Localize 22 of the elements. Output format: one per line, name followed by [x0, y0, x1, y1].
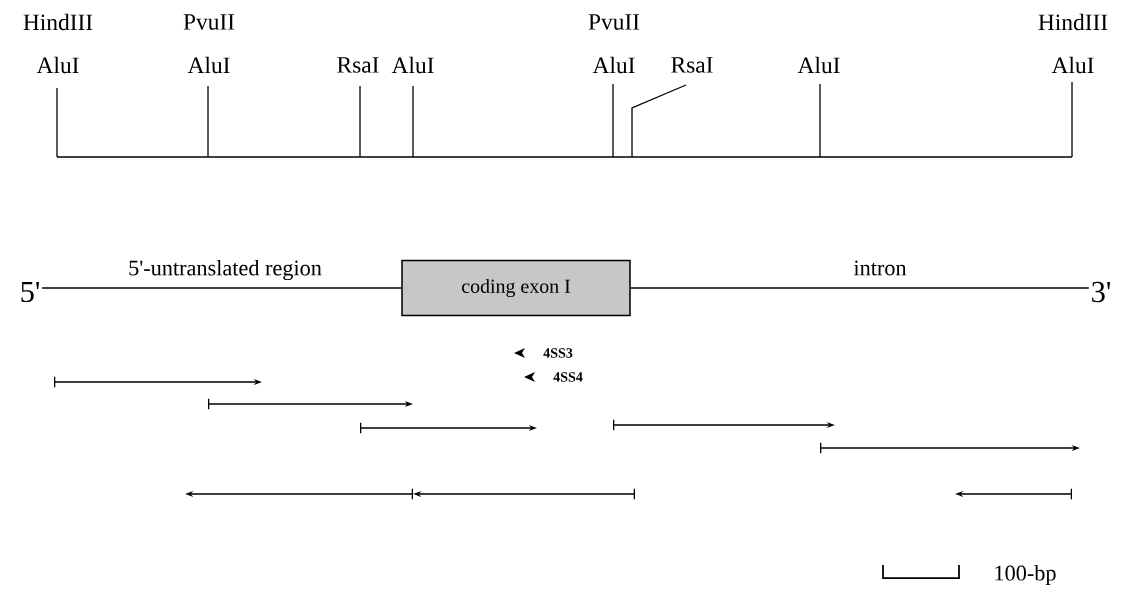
scale-label: 100-bp — [995, 564, 1056, 586]
gene-line — [41, 287, 402, 289]
primer-label: 4SS3 — [543, 348, 573, 358]
primer-label: 4SS4 — [553, 372, 583, 382]
strand-end-label: 3' — [1092, 281, 1111, 303]
enzyme-site-label: AluI — [1051, 56, 1094, 74]
gene-line — [630, 287, 1090, 289]
edge-label: intron — [853, 260, 907, 276]
enzyme-site-label: AluI — [187, 56, 230, 74]
exon-box: coding exon I — [401, 259, 631, 317]
enzyme-site-label: HindIII — [23, 13, 93, 31]
enzyme-site-label: RsaI — [671, 57, 713, 73]
enzyme-site-label: AluI — [592, 56, 635, 74]
enzyme-site-label: AluI — [391, 56, 434, 74]
enzyme-site-label: PvuII — [183, 14, 235, 30]
enzyme-site-label: RsaI — [337, 57, 379, 73]
edge-label: 5'-untranslated region — [129, 259, 322, 281]
enzyme-site-label: AluI — [797, 56, 840, 74]
enzyme-site-label: HindIII — [1038, 13, 1108, 31]
enzyme-site-label: AluI — [36, 56, 79, 74]
strand-end-label: 5' — [21, 281, 40, 303]
enzyme-site-label: PvuII — [588, 14, 640, 30]
